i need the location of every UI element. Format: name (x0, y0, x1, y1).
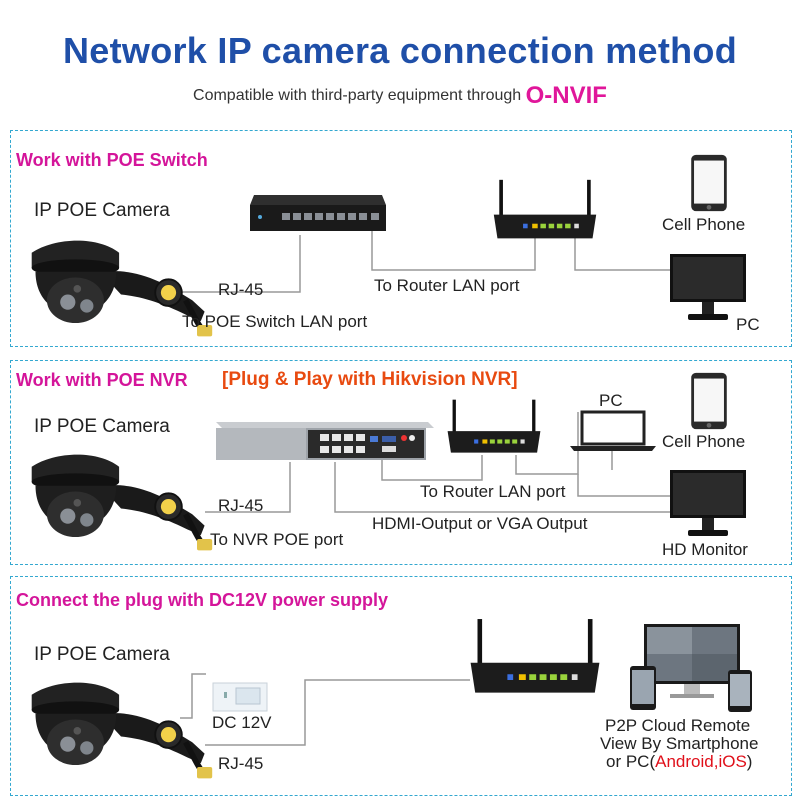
poe-switch-icon (250, 195, 386, 231)
power-adapter-icon (212, 682, 268, 712)
cell-phone-label: Cell Phone (662, 432, 746, 451)
p2p-line-1: P2P Cloud Remote (605, 716, 751, 735)
to-router-label: To Router LAN port (374, 276, 520, 295)
p2p-line-2: View By Smartphone (600, 734, 759, 753)
hikvision-plug-play-label: [Plug & Play with Hikvision NVR] (222, 369, 518, 390)
section-2-title: Work with POE NVR (16, 370, 188, 390)
rj45-label: RJ-45 (218, 496, 264, 515)
section-dc12v (10, 576, 792, 796)
to-nvr-label: To NVR POE port (210, 530, 344, 549)
pc-label: PC (736, 315, 760, 334)
page-subtitle: Compatible with third-party equipment th… (0, 82, 800, 110)
devices-icon (630, 624, 752, 712)
nvr-icon (216, 422, 434, 460)
onvif-brand: O-NVIF (525, 82, 607, 109)
dome-camera-icon (26, 674, 216, 782)
router-icon (466, 616, 604, 698)
rj45-label: RJ-45 (218, 280, 264, 299)
section-1-title: Work with POE Switch (16, 150, 208, 170)
p2p-suffix: ) (746, 752, 753, 771)
p2p-line-3: or PC(Android,iOS) (606, 752, 752, 772)
rj45-label: RJ-45 (218, 754, 264, 773)
subtitle-text: Compatible with third-party equipment th… (193, 87, 522, 104)
section-1-camera-label: IP POE Camera (34, 200, 170, 221)
p2p-os: Android,iOS (655, 752, 747, 771)
p2p-prefix: or PC( (606, 752, 656, 771)
hd-monitor-label: HD Monitor (662, 540, 748, 559)
dc-12v-label: DC 12V (212, 713, 272, 732)
to-router-label: To Router LAN port (420, 482, 566, 501)
laptop-icon (570, 410, 656, 451)
page-title: Network IP camera connection method (62, 30, 737, 71)
pc-label: PC (599, 391, 623, 410)
section-3-title: Connect the plug with DC12V power supply (16, 590, 389, 610)
section-poe-nvr (10, 360, 792, 565)
hdmi-vga-label: HDMI-Output or VGA Output (372, 514, 588, 533)
section-2-camera-label: IP POE Camera (34, 416, 170, 437)
section-poe-switch (10, 130, 792, 347)
section-3-camera-label: IP POE Camera (34, 644, 170, 665)
to-switch-label: To POE Switch LAN port (182, 312, 368, 331)
cell-phone-label: Cell Phone (662, 215, 746, 234)
